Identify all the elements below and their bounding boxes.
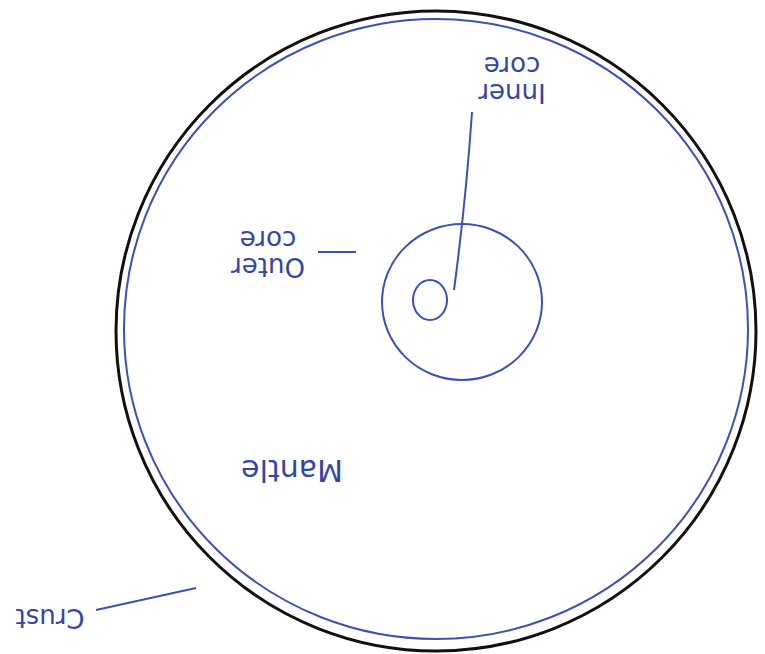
inner-core-leader <box>454 112 472 290</box>
earth-outline <box>116 11 756 651</box>
layer-label: Outer core <box>223 225 313 280</box>
layer-label: Mantle <box>217 454 367 486</box>
crust-boundary <box>124 19 748 639</box>
crust-leader <box>96 588 196 610</box>
inner-core-circle <box>413 280 447 320</box>
outer-core-leader <box>318 251 356 253</box>
outer-core-circle <box>382 224 542 380</box>
layer-label: Inner core <box>468 51 556 106</box>
layer-label: Crust <box>10 604 90 631</box>
